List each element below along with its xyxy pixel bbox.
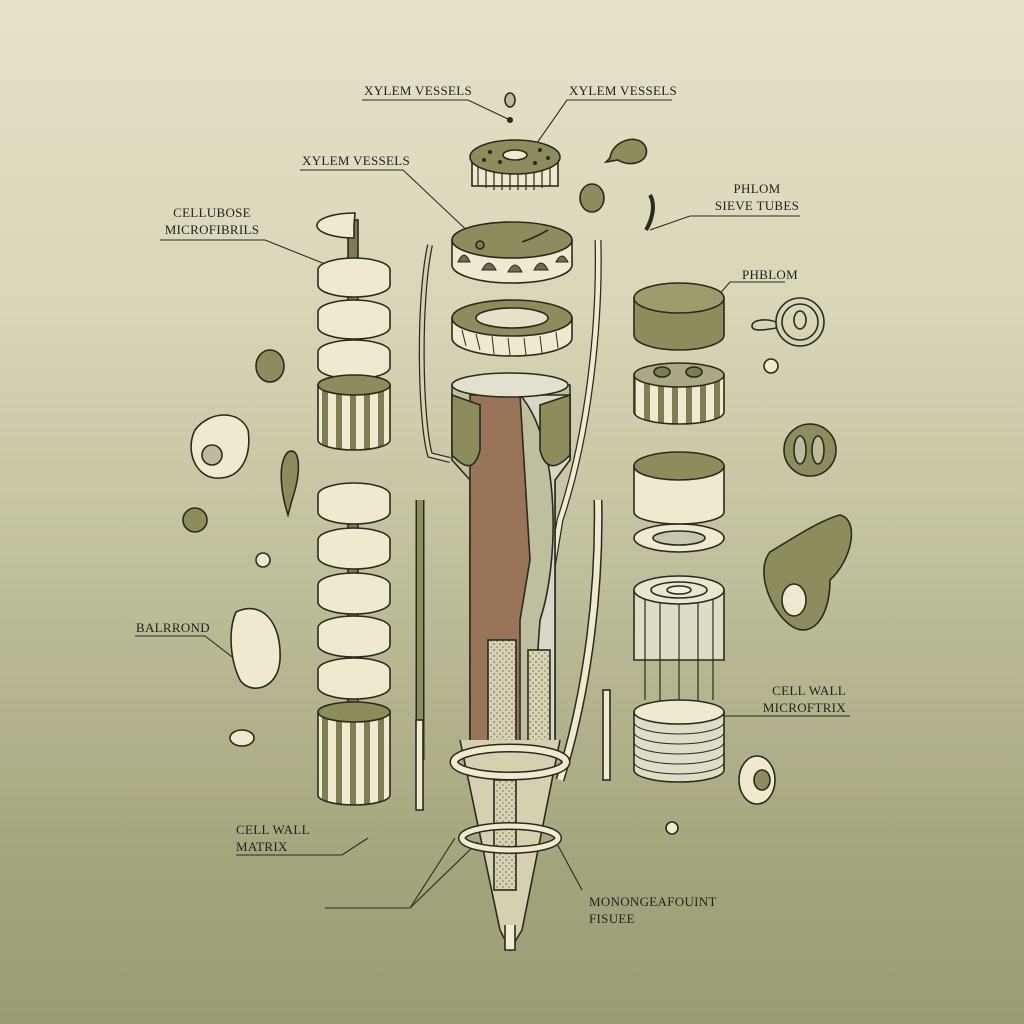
label-cell-wall-microfibrix-line2: MICROFTRIX [762, 700, 846, 715]
label-xylem-vessels-1: XYLEM VESSELS [364, 83, 473, 98]
label-mononge-line2: FISUEE [589, 911, 635, 926]
phloem-cylinder-top [633, 282, 725, 351]
xylem-disc-ring [451, 299, 573, 357]
cell-wall-microfibril-cylinder [633, 575, 725, 783]
label-cell-wall-matrix-line2: MATRIX [236, 839, 288, 854]
label-cellulose-line1: CELLUBOSE [173, 205, 251, 220]
label-phloem-sieve-tubes: PHLOM SIEVE TUBES [710, 180, 804, 214]
label-phloem-sieve-line1: PHLOM [733, 181, 781, 196]
label-mononge-line1: MONONGEAFOUINT [589, 894, 717, 909]
cellulose-column-lower [317, 482, 391, 806]
phloem-cylinder-cellular [633, 451, 725, 553]
label-xylem-vessels-2: XYLEM VESSELS [569, 83, 678, 98]
label-cell-wall-matrix: CELL WALL MATRIX [236, 821, 310, 855]
label-phloem: PHBLOM [742, 267, 798, 282]
scattered-cells [182, 92, 853, 835]
label-cellulose-microfibrils: CELLUBOSE MICROFIBRILS [158, 204, 266, 238]
xylem-disc-middle [451, 221, 573, 284]
cellulose-column-upper [316, 212, 391, 451]
phloem-cylinder-striped [633, 362, 725, 425]
label-cell-wall-matrix-line1: CELL WALL [236, 822, 310, 837]
xylem-disc-top [469, 139, 561, 190]
label-cellulose-line2: MICROFIBRILS [164, 222, 260, 237]
label-phloem-sieve-line2: SIEVE TUBES [714, 198, 800, 213]
label-mononge-fisuee: MONONGEAFOUINT FISUEE [589, 893, 717, 927]
small-rods [415, 689, 611, 811]
label-xylem-vessels-3: XYLEM VESSELS [302, 153, 411, 168]
central-vascular-bundle [415, 239, 603, 952]
label-cell-wall-microfibrix-line1: CELL WALL [772, 683, 846, 698]
label-cell-wall-microfibrix: CELL WALL MICROFTRIX [742, 682, 846, 716]
label-balrond: BALRROND [136, 620, 210, 635]
